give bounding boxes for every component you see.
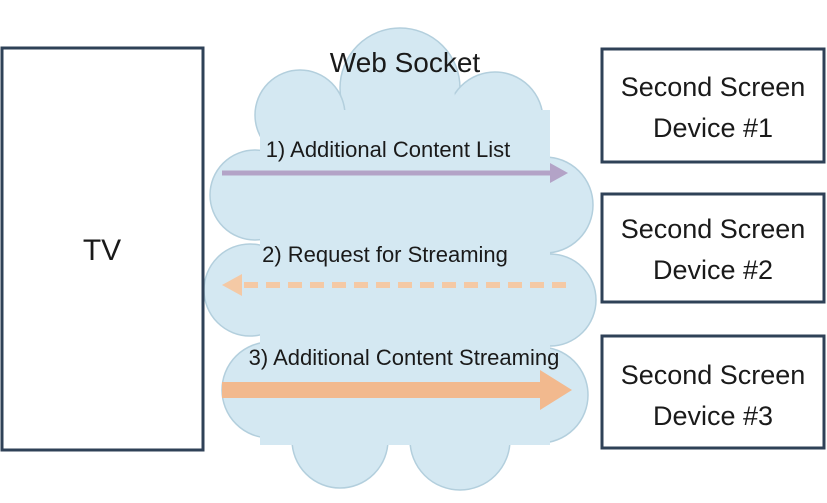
tv-label: TV <box>83 234 121 267</box>
message-3-label: 3) Additional Content Streaming <box>249 345 560 370</box>
device-box-3: Second Screen Device #3 <box>600 334 826 450</box>
message-3-arrow <box>222 370 572 410</box>
message-2-arrow <box>222 274 566 296</box>
device-2-line2: Device #2 <box>653 255 773 285</box>
device-box-1: Second Screen Device #1 <box>600 47 826 164</box>
web-socket-title: Web Socket <box>330 47 481 78</box>
device-2-line1: Second Screen <box>621 214 806 244</box>
device-box-2: Second Screen Device #2 <box>600 192 826 304</box>
device-1-line2: Device #1 <box>653 113 773 143</box>
message-1-label: 1) Additional Content List <box>266 137 511 162</box>
message-2-label: 2) Request for Streaming <box>262 242 508 267</box>
device-3-line2: Device #3 <box>653 401 773 431</box>
tv-box: TV <box>0 46 205 452</box>
message-1-arrow <box>222 163 568 183</box>
device-1-line1: Second Screen <box>621 72 806 102</box>
device-3-line1: Second Screen <box>621 360 806 390</box>
